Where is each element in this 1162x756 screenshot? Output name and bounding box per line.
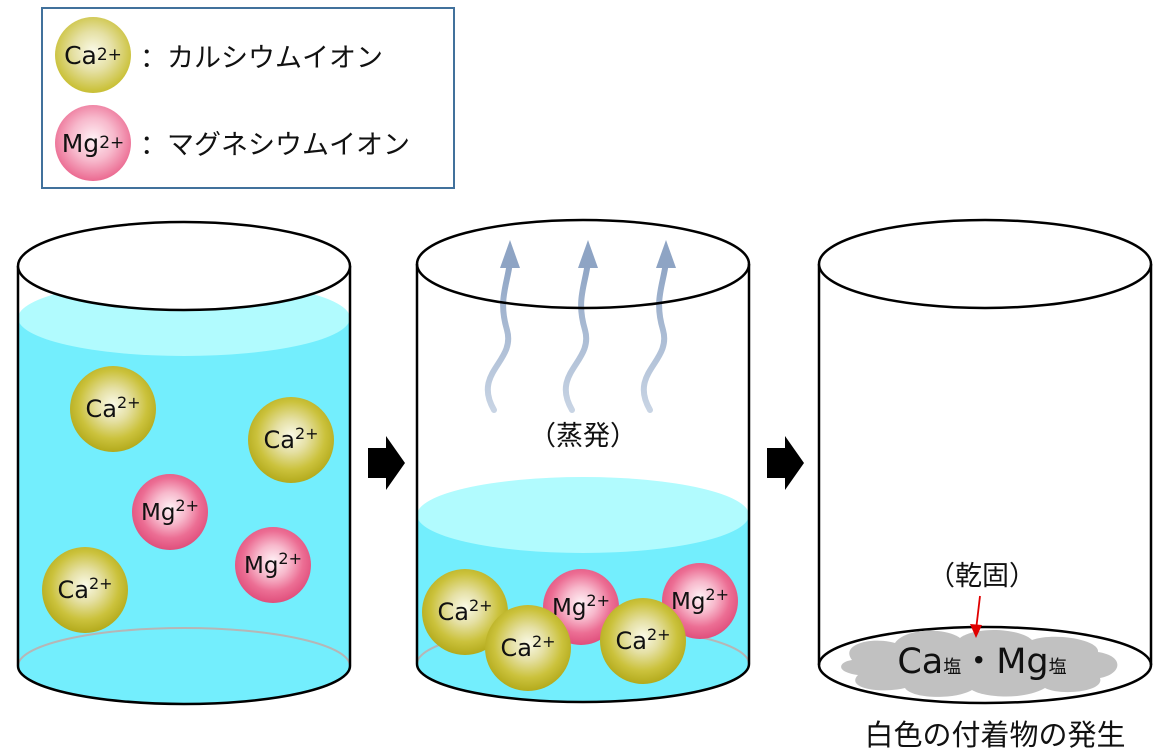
cylinder-1-bottom-front: [16, 665, 352, 706]
svg-text:Mg2+: Mg2+: [671, 585, 729, 615]
svg-text:Ca2+: Ca2+: [57, 574, 112, 604]
ca-ion: Ca2+: [70, 366, 156, 452]
cylinder-2-bottom-front: [415, 663, 751, 704]
svg-text:Ca2+: Ca2+: [263, 424, 318, 454]
legend-ca-name: ：カルシウムイオン: [140, 43, 383, 74]
cylinder-2-outline: [415, 218, 751, 704]
svg-text:Ca2+: Ca2+: [615, 625, 670, 655]
cylinder-3: [817, 218, 1153, 705]
svg-text:Mg2+: Mg2+: [552, 591, 610, 621]
steam-arrow: [484, 259, 513, 413]
ca-ion: Ca2+: [485, 605, 571, 691]
svg-text:Ca2+: Ca2+: [437, 596, 492, 626]
deposit-label: Ca塩・Mg塩: [897, 642, 1066, 682]
ca-ion: Ca2+: [600, 598, 686, 684]
step-arrow-1-icon: [368, 436, 405, 490]
svg-text:Mg2+: Mg2+: [244, 549, 302, 579]
legend-mg-symbol: Mg: [61, 128, 100, 158]
steam-arrowhead-icon: [578, 240, 598, 268]
cylinder-1-bottom-back: [17, 627, 351, 667]
evaporation-label: （蒸発）: [529, 421, 637, 452]
ca-ion: Ca2+: [248, 397, 334, 483]
legend-ca-symbol: Ca: [64, 40, 97, 70]
steam-arrow: [640, 259, 669, 413]
steam-arrow: [562, 259, 591, 413]
pointer-arrowhead-icon: [970, 624, 982, 638]
dry-label: （乾固）: [928, 561, 1036, 592]
caption: 白色の付着物の発生: [864, 718, 1125, 752]
svg-text:Ca2+: Ca2+: [500, 632, 555, 662]
cylinder-2-top-rim: [415, 218, 751, 310]
steam-arrows: [484, 240, 676, 413]
mg-ion: Mg2+: [132, 474, 208, 550]
svg-text:Mg2+: Mg2+: [141, 496, 199, 526]
step-arrow-2-icon: [767, 436, 804, 490]
ca-ion: Ca2+: [422, 569, 508, 655]
scale-deposit-cloud: [841, 629, 1118, 697]
cylinder-3-top-rim: [817, 218, 1153, 310]
cylinder-2-water-surface: [417, 477, 749, 553]
cylinder-1-top-rim: [16, 220, 352, 312]
steam-arrowhead-icon: [500, 240, 520, 268]
svg-text:Ca2+: Ca2+: [85, 393, 140, 423]
mg-ion: Mg2+: [235, 527, 311, 603]
steam-arrowhead-icon: [656, 240, 676, 268]
ca-ion: Ca2+: [42, 547, 128, 633]
pointer-arrow: [970, 595, 982, 638]
legend-mg-name: ：マグネシウムイオン: [140, 130, 410, 161]
mg-ion: Mg2+: [662, 563, 738, 639]
